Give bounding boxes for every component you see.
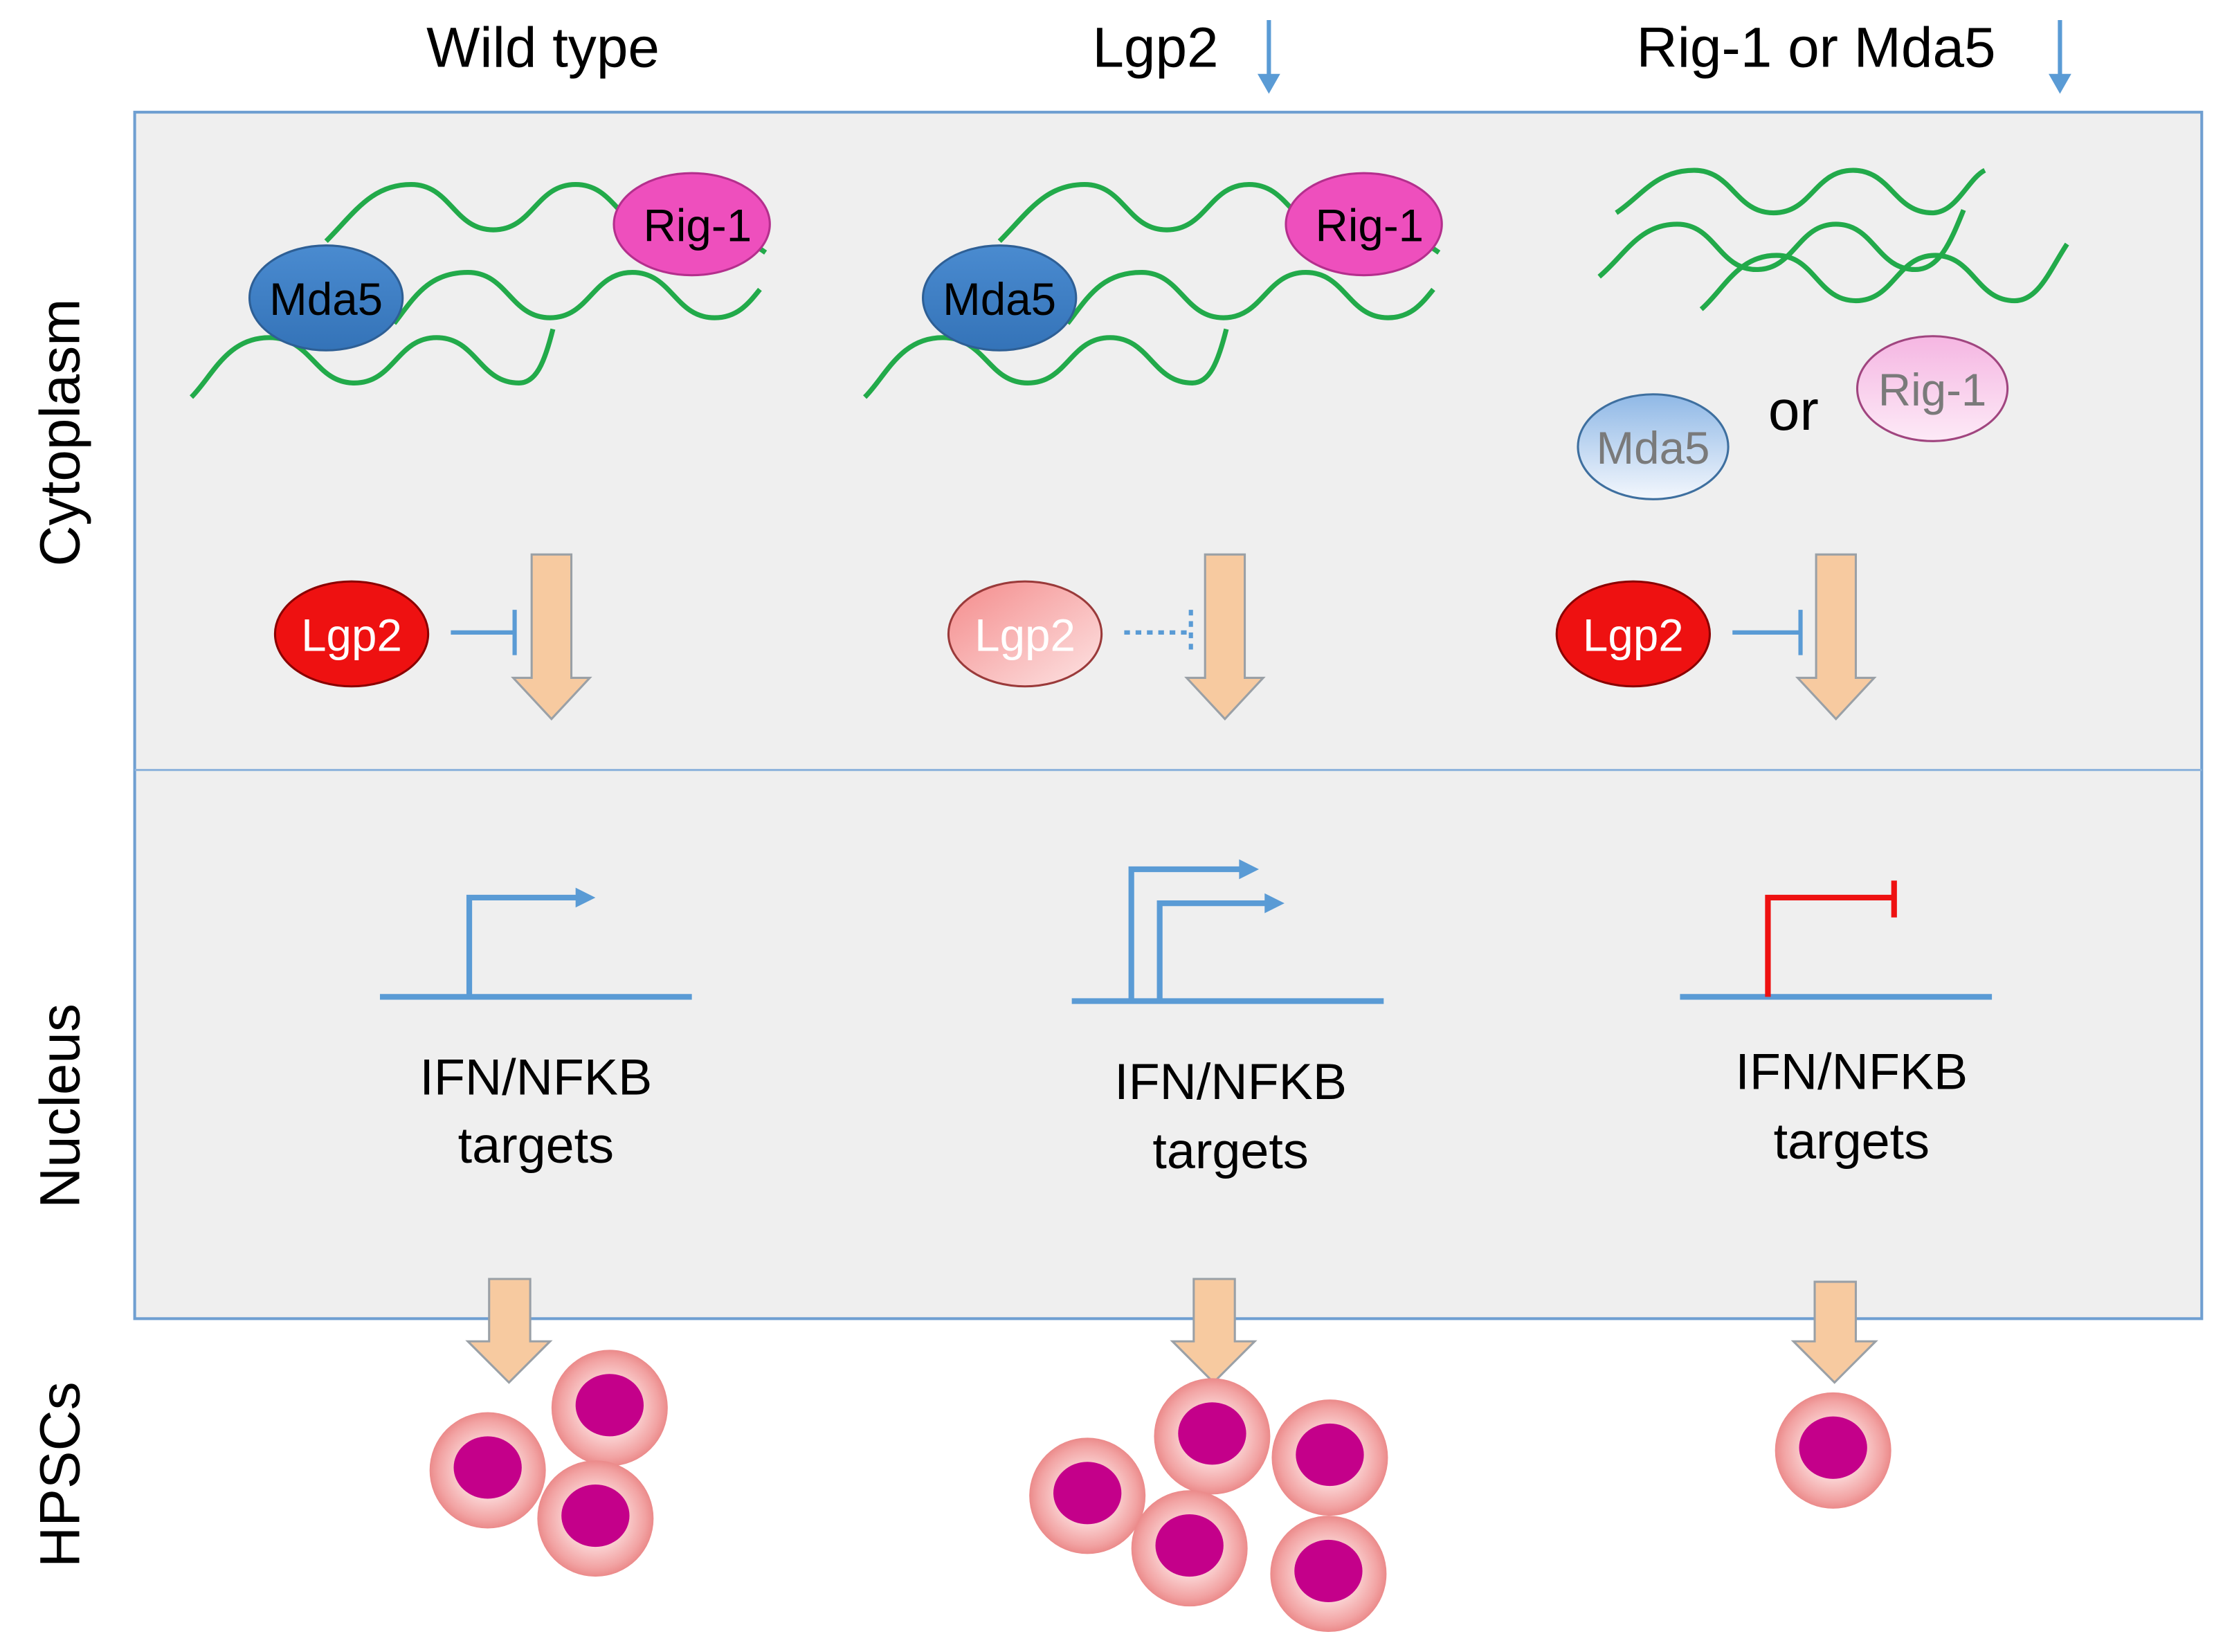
or-connector: or (1768, 379, 1819, 442)
signal-arrow-cytoplasm-lgp2 (1184, 553, 1266, 721)
hpsc-cell-nucleus (1799, 1416, 1867, 1479)
cell-panel (133, 111, 2204, 1320)
targets-label-line1-lgp2: IFN/NFKB (1114, 1053, 1347, 1110)
promoter-arrowhead-icon-lgp2-1 (1239, 859, 1260, 880)
compartment-label-nucleus: Nucleus (29, 1004, 92, 1208)
promoter-arrowhead-icon-lgp2-2 (1264, 893, 1285, 914)
lgp2-label-reduced: Lgp2 (974, 610, 1076, 661)
hpsc-cell (1154, 1378, 1271, 1495)
compartment-label-hpscs: HPSCs (29, 1381, 92, 1568)
lgp2-protein-rig-mda (1555, 580, 1711, 688)
lgp2-protein-reduced (947, 580, 1103, 688)
targets-label-line2-lgp2: targets (1152, 1122, 1308, 1179)
hpsc-cell-nucleus (1296, 1423, 1364, 1487)
hpsc-cell-nucleus (1155, 1514, 1224, 1577)
hpsc-cell-nucleus (453, 1436, 522, 1499)
hpsc-cell (551, 1350, 668, 1467)
targets-label-line1-rig-mda: IFN/NFKB (1735, 1042, 1968, 1100)
signal-arrow-cytoplasm-wild-type (511, 553, 592, 721)
targets-label-line2-rig-mda: targets (1774, 1112, 1930, 1170)
column-title-wild-type: Wild type (426, 17, 660, 80)
hpsc-cluster-wild-type (429, 1350, 668, 1577)
mda5-protein-free (1577, 393, 1730, 500)
signal-arrow-hpsc-wild-type (465, 1278, 553, 1384)
hpsc-cell (1775, 1392, 1891, 1509)
rig1-protein-wild-type (613, 172, 771, 277)
hpsc-cell (429, 1412, 546, 1529)
hpsc-cluster-lgp2 (1029, 1378, 1388, 1633)
rig1-label-wild-type: Rig-1 (644, 201, 752, 251)
signal-arrow-hpsc-rig-mda (1790, 1280, 1878, 1384)
mda5-protein-lgp2 (922, 244, 1078, 352)
promoter-active-wild-type (379, 894, 692, 1000)
hpsc-cluster-rig-mda (1775, 1392, 1891, 1509)
hpsc-cell (1131, 1490, 1248, 1607)
mda5-label-wild-type: Mda5 (269, 274, 383, 325)
promoter-active-strong-lgp2 (1071, 866, 1384, 1004)
lgp2-inhibition-icon-rig-mda (1732, 610, 1803, 655)
targets-label-line2-wild-type: targets (458, 1116, 614, 1174)
hpsc-cell-nucleus (561, 1485, 630, 1547)
lgp2-weak-inhibition-icon (1124, 610, 1193, 655)
lgp2-label-rig-mda: Lgp2 (1583, 610, 1684, 661)
hpsc-cell-nucleus (1053, 1462, 1122, 1525)
lgp2-label-wild-type: Lgp2 (301, 610, 402, 661)
hpsc-cell (1270, 1516, 1387, 1633)
hpsc-cell-nucleus (1294, 1539, 1363, 1603)
hpsc-cell-nucleus (575, 1374, 644, 1437)
rig1-label-lgp2: Rig-1 (1316, 201, 1424, 251)
column-title-rig-mda: Rig-1 or Mda5 (1637, 17, 1996, 80)
rig1-protein-free (1855, 335, 2009, 442)
promoter-arrowhead-icon-wild-type (575, 887, 596, 908)
rna-strands-free (1597, 167, 2069, 311)
hpsc-cell (1271, 1399, 1388, 1516)
rig1-protein-lgp2 (1285, 172, 1443, 277)
mda5-label-free: Mda5 (1597, 423, 1710, 473)
rig-mda-down-arrow-icon (2049, 19, 2071, 94)
column-title-lgp2: Lgp2 (1092, 17, 1218, 80)
mda5-label-lgp2: Mda5 (943, 274, 1056, 325)
lgp2-down-arrow-icon (1257, 19, 1280, 94)
mda5-protein-wild-type (248, 244, 404, 352)
lgp2-protein-wild-type (273, 580, 430, 688)
compartment-label-cytoplasm: Cytoplasm (29, 299, 92, 567)
promoter-blocked-rig-mda (1680, 880, 1993, 1000)
signal-arrow-cytoplasm-rig-mda (1795, 553, 1877, 721)
targets-label-line1-wild-type: IFN/NFKB (419, 1049, 652, 1106)
lgp2-inhibition-icon-wild-type (451, 610, 517, 655)
hpsc-cell (1029, 1437, 1146, 1554)
hpsc-cell (537, 1460, 654, 1577)
signal-arrow-hpsc-lgp2 (1170, 1278, 1258, 1384)
rig1-label-free: Rig-1 (1878, 365, 1987, 415)
hpsc-cell-nucleus (1178, 1402, 1246, 1465)
